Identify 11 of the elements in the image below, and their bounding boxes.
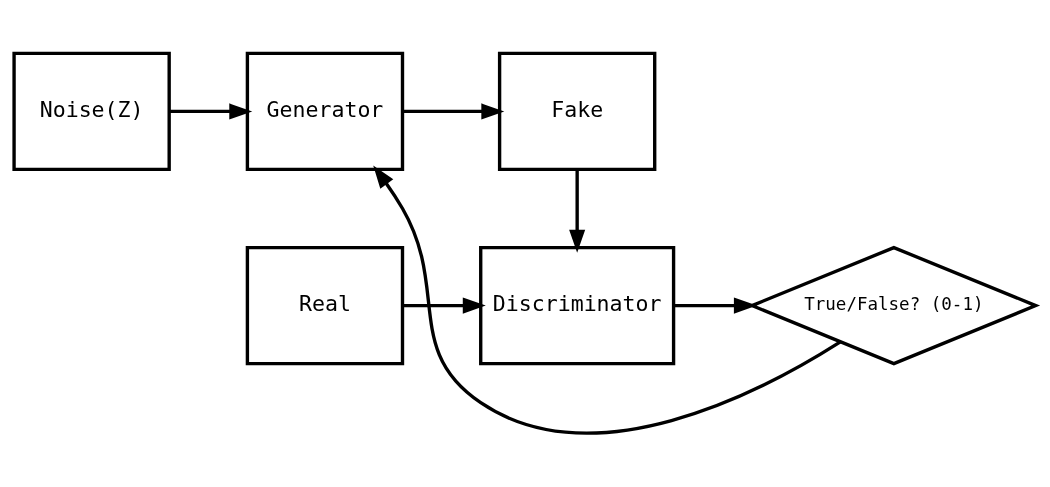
arrow xyxy=(402,297,486,314)
arrow xyxy=(674,297,757,314)
arrow xyxy=(169,103,253,120)
arrow xyxy=(373,165,842,435)
node-box: Real xyxy=(245,245,405,366)
node-box: Generator xyxy=(245,51,405,172)
node-box: Discriminator xyxy=(479,245,676,366)
node-box: Noise(Z) xyxy=(12,51,171,172)
arrow xyxy=(569,169,586,253)
arrow xyxy=(402,103,505,120)
node-box: Fake xyxy=(497,51,657,172)
